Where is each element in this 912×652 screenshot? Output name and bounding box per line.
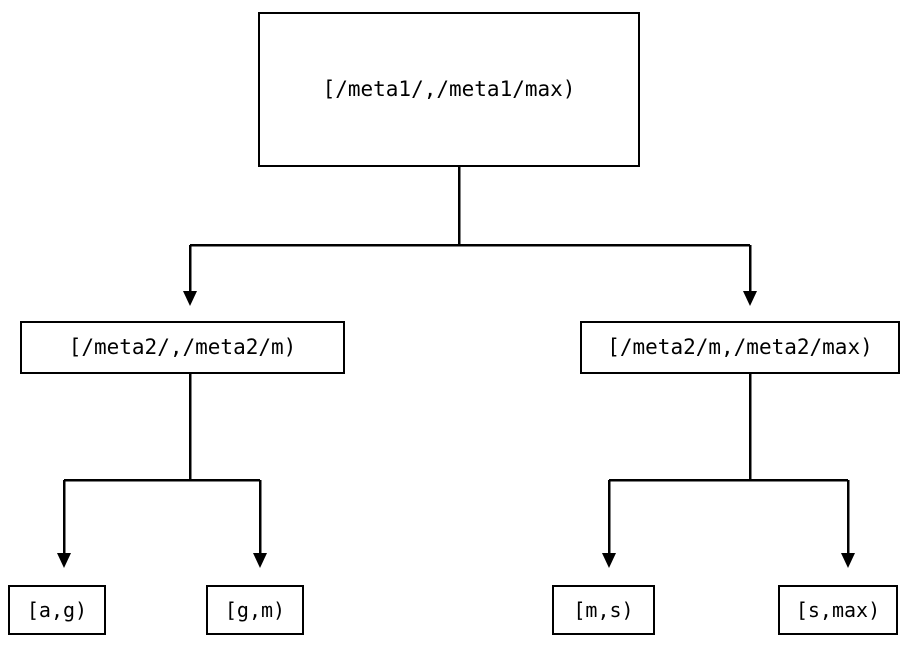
- node-mid-left-label: [/meta2/,/meta2/m): [68, 335, 297, 359]
- node-root[interactable]: [/meta1/,/meta1/max): [258, 12, 640, 167]
- node-leaf-4-label: [s,max): [795, 598, 881, 622]
- node-leaf-1[interactable]: [a,g): [8, 585, 106, 635]
- arrowhead-to-leaf1: [57, 553, 71, 568]
- node-leaf-2[interactable]: [g,m): [206, 585, 304, 635]
- arrowhead-to-mid-right: [743, 291, 757, 306]
- arrowhead-to-leaf3: [602, 553, 616, 568]
- node-mid-right-label: [/meta2/m,/meta2/max): [607, 335, 873, 359]
- arrowhead-to-mid-left: [183, 291, 197, 306]
- node-leaf-1-label: [a,g): [26, 598, 88, 622]
- node-mid-left[interactable]: [/meta2/,/meta2/m): [20, 321, 345, 374]
- arrowhead-to-leaf2: [253, 553, 267, 568]
- node-mid-right[interactable]: [/meta2/m,/meta2/max): [580, 321, 900, 374]
- node-leaf-3-label: [m,s): [573, 598, 634, 622]
- node-leaf-4[interactable]: [s,max): [778, 585, 898, 635]
- node-leaf-3[interactable]: [m,s): [552, 585, 655, 635]
- node-root-label: [/meta1/,/meta1/max): [322, 77, 576, 101]
- arrowhead-to-leaf4: [841, 553, 855, 568]
- node-leaf-2-label: [g,m): [224, 598, 286, 622]
